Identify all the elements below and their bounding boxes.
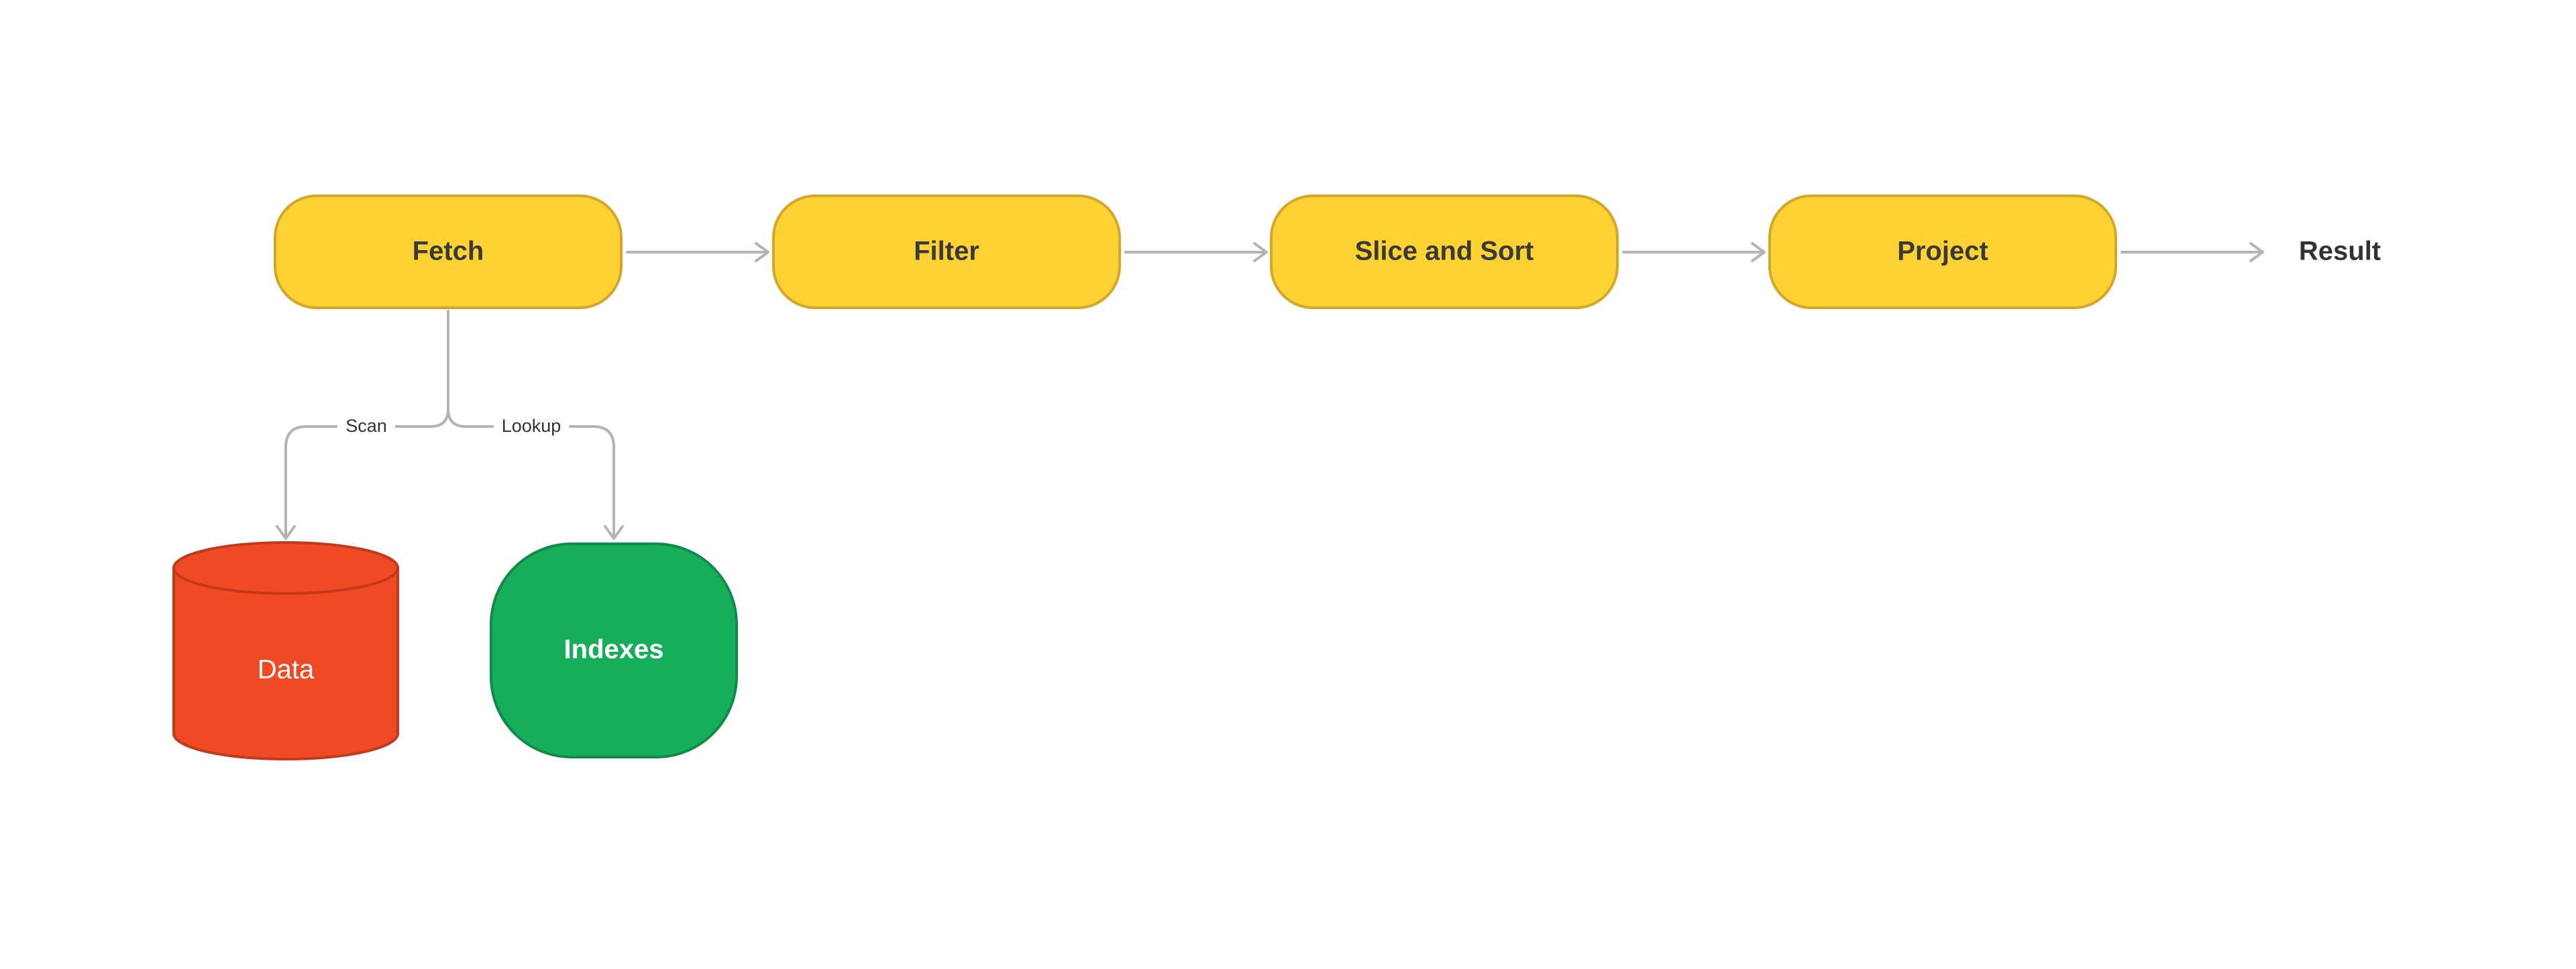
node-filter: Filter (772, 194, 1121, 309)
connector-lookup (447, 408, 624, 540)
data-cylinder-body (172, 567, 399, 760)
node-filter-box (772, 194, 1121, 309)
lookup-label-bg (494, 413, 569, 440)
node-project-label: Project (1897, 237, 1988, 266)
scan-label-bg (337, 413, 395, 440)
edge-label-lookup: Lookup (502, 416, 561, 436)
node-indexes-label: Indexes (564, 635, 664, 665)
fetch-branches: Scan Lookup (276, 310, 624, 540)
node-result-label: Result (2299, 237, 2381, 266)
node-fetch-box (274, 194, 623, 309)
node-fetch-label: Fetch (413, 237, 484, 266)
node-data: Data (172, 541, 399, 760)
edge-label-scan: Scan (345, 416, 387, 436)
node-fetch: Fetch (274, 194, 623, 309)
data-cylinder-top (172, 541, 399, 595)
node-indexes-box (490, 543, 738, 758)
node-slice-and-sort: Slice and Sort (1270, 194, 1619, 309)
node-slice-and-sort-box (1270, 194, 1619, 309)
node-filter-label: Filter (914, 237, 979, 266)
node-project-box (1768, 194, 2117, 309)
node-slice-and-sort-label: Slice and Sort (1355, 237, 1534, 266)
node-indexes: Indexes (490, 543, 738, 758)
node-data-label: Data (258, 655, 315, 685)
node-project: Project (1768, 194, 2117, 309)
